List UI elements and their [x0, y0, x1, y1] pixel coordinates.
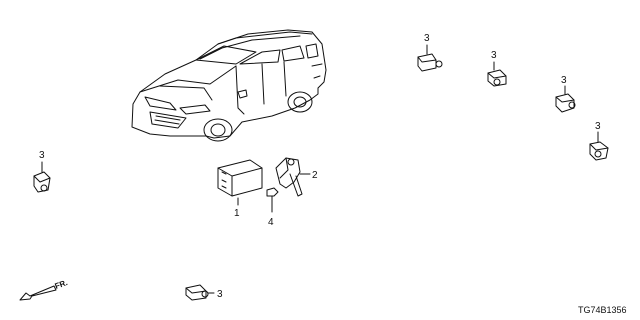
callout-sensor-top-right: 3 — [561, 75, 567, 86]
callout-sensor-top-left: 3 — [424, 33, 430, 44]
sensor-left — [33, 161, 51, 193]
callout-sensor-far-right: 3 — [595, 121, 601, 132]
callout-sensor-left: 3 — [39, 150, 45, 161]
sensor-far-right — [589, 131, 609, 161]
sensor-bottom — [185, 284, 215, 301]
front-arrow-icon: FR. — [19, 278, 69, 301]
sensor-top-right — [555, 85, 576, 113]
vehicle-outline — [131, 29, 327, 142]
diagram-code: TG74B1356 — [578, 305, 627, 315]
callout-control-unit: 1 — [234, 208, 240, 219]
front-marker-label: FR. — [54, 278, 69, 291]
control-unit — [217, 159, 263, 206]
bolt — [266, 187, 279, 213]
callout-bracket: 2 — [312, 170, 318, 181]
sensor-top-middle — [487, 61, 507, 87]
callout-sensor-bottom: 3 — [217, 289, 223, 300]
callout-bolt: 4 — [268, 217, 274, 228]
callout-sensor-top-middle: 3 — [491, 50, 497, 61]
bracket — [275, 157, 311, 197]
sensor-top-left — [417, 44, 443, 72]
